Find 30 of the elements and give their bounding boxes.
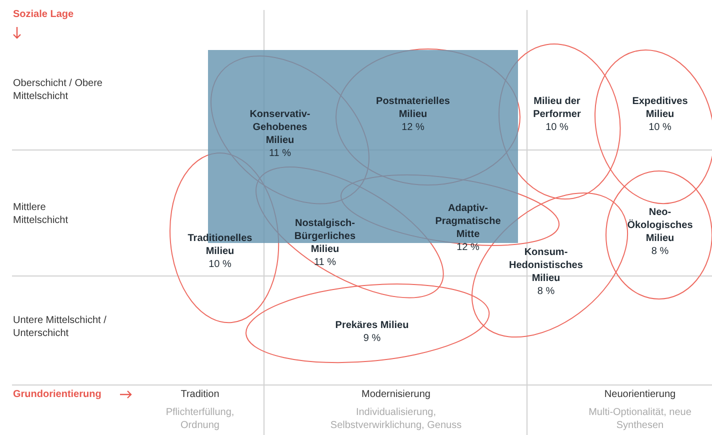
milieu-name: Nostalgisch-Bürgerliches Milieu [293, 216, 357, 256]
column-description: Multi-Optionalität, neue Synthesen [588, 406, 692, 432]
milieu-name: Expeditives Milieu [631, 94, 689, 121]
percentage: 9 % [362, 332, 382, 345]
milieu-name: Prekäres Milieu [334, 318, 410, 332]
label-text: Soziale Lage [13, 8, 74, 21]
column-description: Pflichterfüllung, Ordnung [164, 406, 236, 432]
percentage: 10 % [208, 258, 232, 271]
milieu-name: Konsum-Hedonistisches Milieu [508, 246, 584, 285]
row-label: Untere Mittelschicht / Unterschicht [13, 314, 108, 340]
percentage: 10 % [544, 120, 570, 134]
column-heading: Neuorientierung [603, 388, 677, 401]
percentage: 12 % [456, 240, 480, 254]
milieu-name: Postmaterielles Milieu [375, 95, 451, 121]
column-heading: Modernisierung [360, 388, 432, 401]
percentage: 8 % [650, 245, 670, 258]
row-label: Oberschicht / Obere Mittelschicht [13, 77, 104, 103]
percentage: 8 % [536, 284, 556, 298]
milieu-name: Konservativ-Gehobenes Milieu [248, 108, 312, 147]
percentage: 11 % [268, 146, 292, 160]
milieu-name: Milieu der Performer [532, 94, 582, 121]
milieu-name: Neo-Ökologisches Milieu [626, 206, 694, 245]
row-label: Mittlere Mittelschicht [13, 201, 70, 227]
column-heading: Tradition [180, 388, 220, 401]
percentage: 10 % [648, 120, 672, 134]
label-text: Grundorientierung [13, 388, 102, 401]
column-description: Individualisierung, Selbstverwirklichung, Genuss [329, 406, 463, 432]
milieu-name: Adaptiv-Pragmatische Mitte [434, 202, 502, 241]
percentage: 12 % [400, 121, 426, 134]
percentage: 11 % [312, 256, 338, 269]
